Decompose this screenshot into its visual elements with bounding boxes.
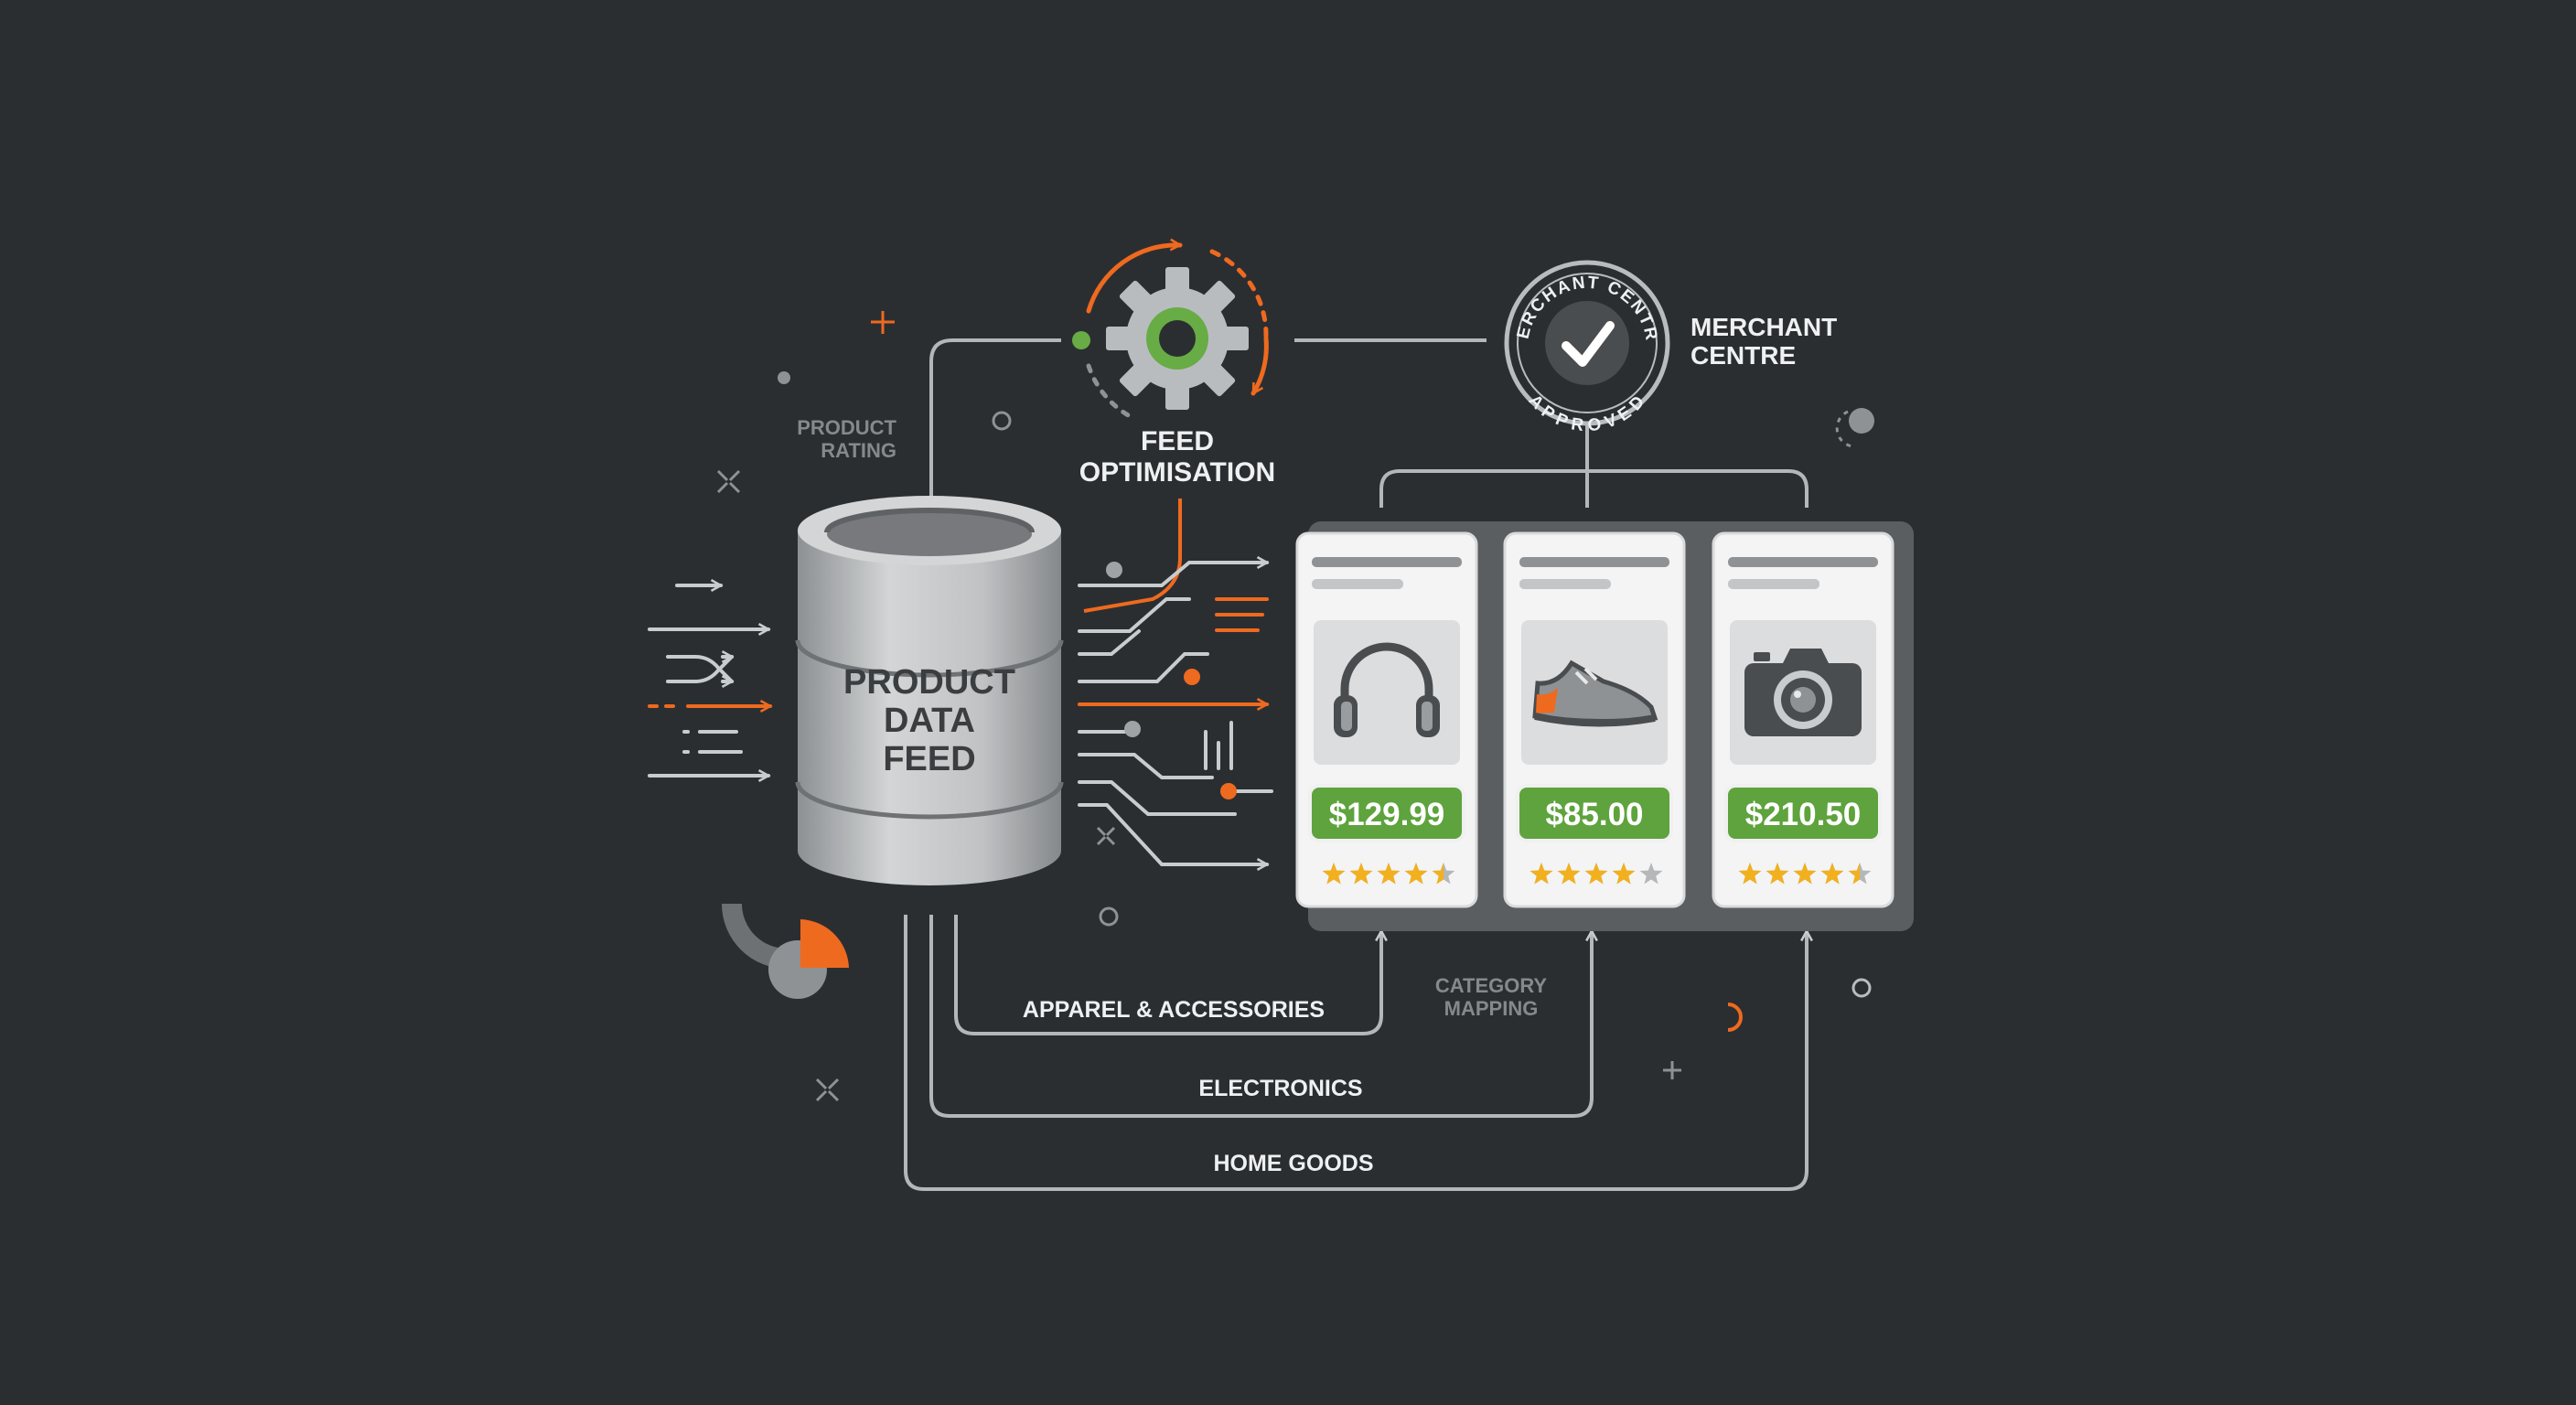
circuit-dot	[1184, 669, 1200, 685]
price-label: $129.99	[1329, 797, 1445, 832]
approved-badge: MERCHANT CENTRE APPROVED	[0, 0, 1670, 435]
product-rating-line2: RATING	[821, 439, 896, 462]
star-rating	[1530, 863, 1663, 885]
input-arrows	[648, 585, 770, 776]
apparel-connector	[954, 915, 1381, 1035]
star-icon	[1404, 863, 1428, 885]
star-icon	[1349, 863, 1373, 885]
star-rating	[1738, 863, 1872, 885]
feed-label-line3: FEED	[883, 740, 975, 778]
headphones-icon	[1334, 642, 1440, 737]
feed-label-line2: DATA	[884, 702, 975, 740]
product-data-feed-cylinder: PRODUCT DATA FEED	[795, 496, 1064, 885]
decorations	[716, 311, 1874, 1102]
output-circuit-lines	[1078, 563, 1273, 864]
product-card[interactable]: $85.00	[1503, 531, 1686, 908]
card-subtitle-placeholder	[1728, 579, 1819, 589]
merchant-label-line1: MERCHANT	[1690, 313, 1837, 341]
price-tag	[1308, 784, 1465, 842]
card-title-placeholder	[1312, 557, 1462, 567]
circuit-dot	[1106, 562, 1122, 578]
product-cards: $129.99 $85.00 $210.50	[1295, 531, 1894, 908]
star-icon	[1322, 863, 1346, 885]
product-rating-line1: PRODUCT	[797, 416, 896, 439]
card-title-placeholder	[1728, 557, 1878, 567]
refresh-arrows-icon	[1086, 245, 1269, 419]
card-title-placeholder	[1519, 557, 1669, 567]
price-tag	[1724, 784, 1882, 842]
category-mapping-line2: MAPPING	[1444, 997, 1539, 1020]
camera-icon	[1744, 649, 1862, 736]
optimisation-label-line1: FEED	[1141, 426, 1214, 456]
circuit-dot	[1124, 721, 1141, 737]
check-icon	[1562, 321, 1615, 367]
circuit-dot	[1220, 783, 1237, 799]
category-mapping-line1: CATEGORY	[1435, 974, 1548, 997]
star-rating	[1322, 863, 1455, 885]
badge-top-text: MERCHANT CENTRE	[0, 0, 1659, 343]
price-tag	[1516, 784, 1673, 842]
optimisation-label-line2: OPTIMISATION	[1079, 457, 1275, 488]
star-icon	[1793, 863, 1817, 885]
home-goods-connector	[904, 915, 1807, 1191]
product-image-frame	[1314, 620, 1460, 765]
star-icon	[1557, 863, 1581, 885]
feed-to-optimisation-line	[929, 338, 1061, 512]
sneaker-icon	[1532, 660, 1658, 727]
category-label-electronics: ELECTRONICS	[1198, 1076, 1362, 1101]
star-icon	[1738, 863, 1762, 885]
star-icon	[1377, 863, 1401, 885]
category-connectors	[904, 915, 1807, 1191]
product-card[interactable]: $129.99	[1295, 531, 1478, 908]
optimisation-output-line	[1083, 499, 1182, 613]
gear-icon	[1106, 267, 1249, 410]
star-icon	[1612, 863, 1636, 885]
category-label-apparel: APPAREL & ACCESSORIES	[1023, 997, 1325, 1023]
svg-text:MERCHANT CENTRE: MERCHANT CENTRE	[0, 0, 1661, 343]
card-subtitle-placeholder	[1519, 579, 1611, 589]
star-icon	[1639, 863, 1663, 885]
star-icon	[1820, 863, 1844, 885]
star-icon	[1766, 863, 1789, 885]
status-dot	[1072, 331, 1090, 349]
merchant-label-line2: CENTRE	[1690, 341, 1796, 370]
badge-to-cards-bracket	[1379, 425, 1809, 508]
category-label-home-goods: HOME GOODS	[1213, 1151, 1373, 1176]
product-card[interactable]: $210.50	[1712, 531, 1894, 908]
card-subtitle-placeholder	[1312, 579, 1403, 589]
electronics-connector	[929, 915, 1592, 1118]
price-label: $85.00	[1545, 797, 1643, 832]
feed-label-line1: PRODUCT	[843, 663, 1015, 702]
star-icon	[1584, 863, 1608, 885]
price-label: $210.50	[1745, 797, 1862, 832]
star-icon	[1848, 863, 1860, 885]
star-icon	[1530, 863, 1553, 885]
star-icon	[1432, 863, 1444, 885]
